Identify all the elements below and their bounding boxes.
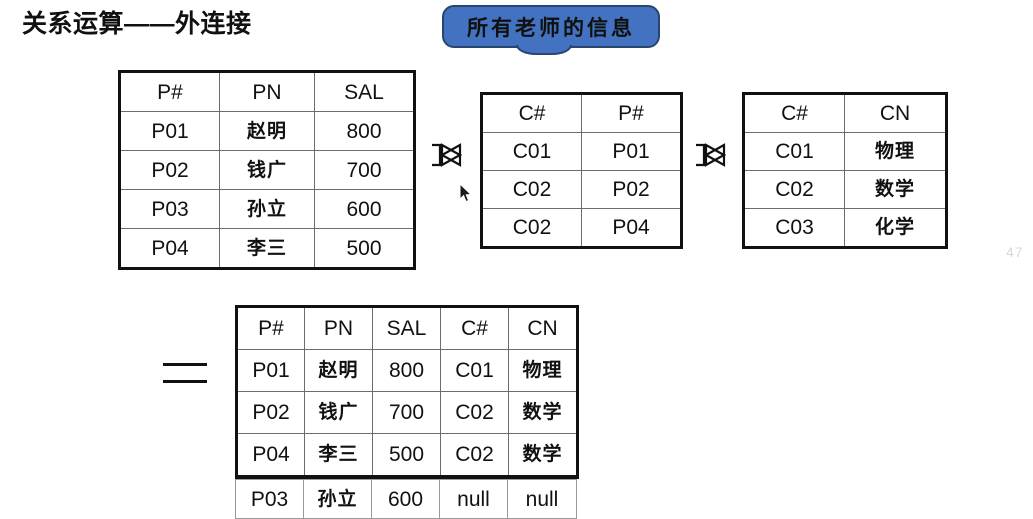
table-cell: 600 [371,479,440,519]
table-cell: P02 [581,170,682,209]
table-cell: 800 [314,111,415,151]
mouse-pointer-icon [459,182,473,203]
table-cell: P04 [581,208,682,248]
table-cell: 化学 [844,208,947,248]
table-cell: 钱广 [304,391,373,434]
column-header-cnum: C# [440,306,509,350]
table-cell: 李三 [304,433,373,478]
column-header-cnum: C# [743,93,845,133]
table-cell: C01 [743,132,845,171]
table-cell: 数学 [508,391,578,434]
table-cell: P02 [119,150,220,190]
callout-badge-tail [516,45,572,55]
column-header-pnum: P# [119,71,220,112]
table-cell: C02 [440,391,509,434]
table-cell: 数学 [844,170,947,209]
equals-sign-icon [163,363,207,385]
column-header-cn: CN [508,306,578,350]
table-cell: C03 [743,208,845,248]
column-header-sal: SAL [314,71,415,112]
table-cell: P04 [236,433,305,478]
table-cell: P01 [581,132,682,171]
equals-bar-top [163,363,207,366]
table-cell: 500 [372,433,441,478]
page-number: 47 [1006,244,1024,260]
column-header-pn: PN [304,306,373,350]
table-cell: 孙立 [219,189,315,229]
table-cell: P03 [235,479,304,519]
column-header-pnum: P# [236,306,305,350]
table-cell: 物理 [844,132,947,171]
column-header-cn: CN [844,93,947,133]
table-cell: P03 [119,189,220,229]
table-cell: 800 [372,349,441,392]
table-cell: 700 [314,150,415,190]
table-cell: P02 [236,391,305,434]
table-cell: null [439,479,508,519]
table-header-row: C#P# [481,93,682,133]
table-cell: 钱广 [219,150,315,190]
table-cell: P01 [236,349,305,392]
table-cell: C02 [743,170,845,209]
table-cell: null [507,479,577,519]
table-cell: C01 [440,349,509,392]
table-cell: C02 [481,208,582,248]
table-cell: 500 [314,228,415,269]
table-cell: C02 [481,170,582,209]
page-title: 关系运算——外连接 [22,10,252,38]
column-header-cnum: C# [481,93,582,133]
table-cell: 数学 [508,433,578,478]
column-header-pn: PN [219,71,315,112]
table-cell: C02 [440,433,509,478]
table-cell: 李三 [219,228,315,269]
left-outer-join-icon [694,140,728,170]
table-cell: C01 [481,132,582,171]
table-cell: P01 [119,111,220,151]
table-cell: P04 [119,228,220,269]
table-header-row: C#CN [743,93,947,133]
callout-badge: 所有老师的信息 [442,5,660,48]
table-cell: 赵明 [304,349,373,392]
table-cell: 孙立 [303,479,372,519]
table-cell: 700 [372,391,441,434]
callout-badge-label: 所有老师的信息 [467,14,635,40]
column-header-pnum: P# [581,93,682,133]
table-cell: 赵明 [219,111,315,151]
equals-bar-bottom [163,380,207,383]
table-cell: 物理 [508,349,578,392]
column-header-sal: SAL [372,306,441,350]
table-cell: 600 [314,189,415,229]
left-outer-join-icon [430,140,464,170]
